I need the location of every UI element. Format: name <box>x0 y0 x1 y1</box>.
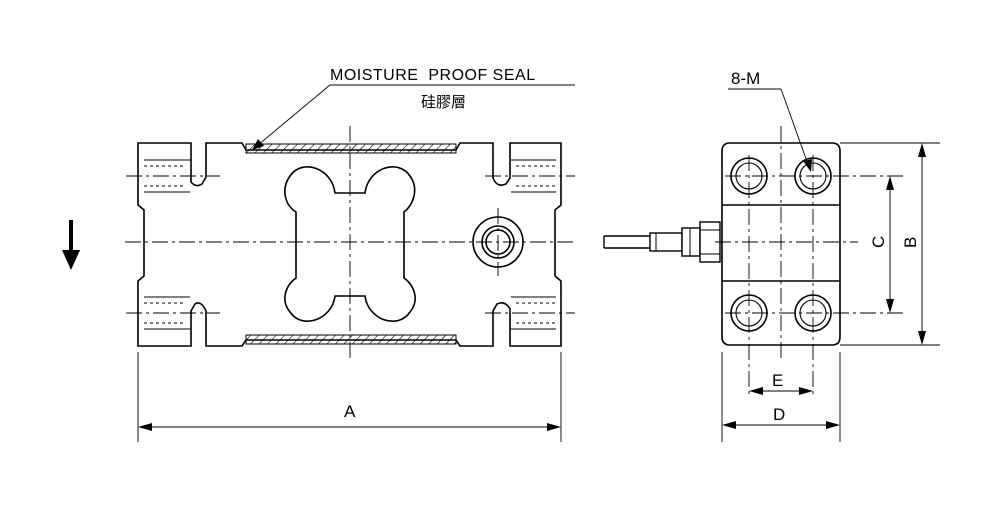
side-view-body-outline <box>137 142 562 347</box>
cable-gland-nut <box>681 227 701 257</box>
dimension-c-arrow-bottom <box>886 299 894 313</box>
seal-leader-arrowhead <box>252 139 264 150</box>
holes-leader-arrowhead <box>803 159 812 172</box>
dimension-d-label: D <box>773 405 785 424</box>
dimension-d-arrow-left <box>722 421 736 429</box>
dimension-b-label: B <box>901 237 920 248</box>
dimension-e-arrow-right <box>799 387 813 395</box>
seal-label: MOISTURE PROOF SEAL <box>330 67 536 84</box>
thread-hole-top-left <box>144 159 190 193</box>
holes-label: 8-M <box>731 69 760 88</box>
holes-leader <box>728 88 810 168</box>
dimension-b-arrow-bottom <box>918 331 926 345</box>
dimension-e-arrow-left <box>749 387 763 395</box>
dimension-b-arrow-top <box>918 143 926 157</box>
dimension-d <box>721 352 841 442</box>
side-view <box>137 142 562 347</box>
down-arrow-icon <box>62 220 80 270</box>
seal-leader <box>257 84 575 146</box>
center-cutout <box>284 166 416 322</box>
dimension-a <box>137 352 562 442</box>
top-seal <box>245 143 457 154</box>
thread-hole-top-right <box>511 159 556 193</box>
side-view-centerlines <box>125 126 575 362</box>
cable <box>603 221 721 263</box>
end-view-centerlines <box>715 126 905 398</box>
dimension-a-label: A <box>344 402 356 421</box>
dimension-c-label: C <box>869 236 888 248</box>
seal-label-chinese: 硅膠層 <box>421 93 466 111</box>
thread-hole-bottom-left <box>144 296 190 330</box>
dimension-a-arrow-left <box>138 423 152 431</box>
cable-sleeve <box>649 232 683 252</box>
bottom-seal <box>245 334 457 345</box>
dimension-c-arrow-top <box>886 176 894 190</box>
dimension-a-arrow-right <box>547 423 561 431</box>
end-view-outline <box>721 142 841 346</box>
dimension-b <box>840 142 940 346</box>
dimension-d-arrow-right <box>826 421 840 429</box>
dimension-e-label: E <box>772 371 783 390</box>
thread-hole-bottom-right <box>511 296 556 330</box>
